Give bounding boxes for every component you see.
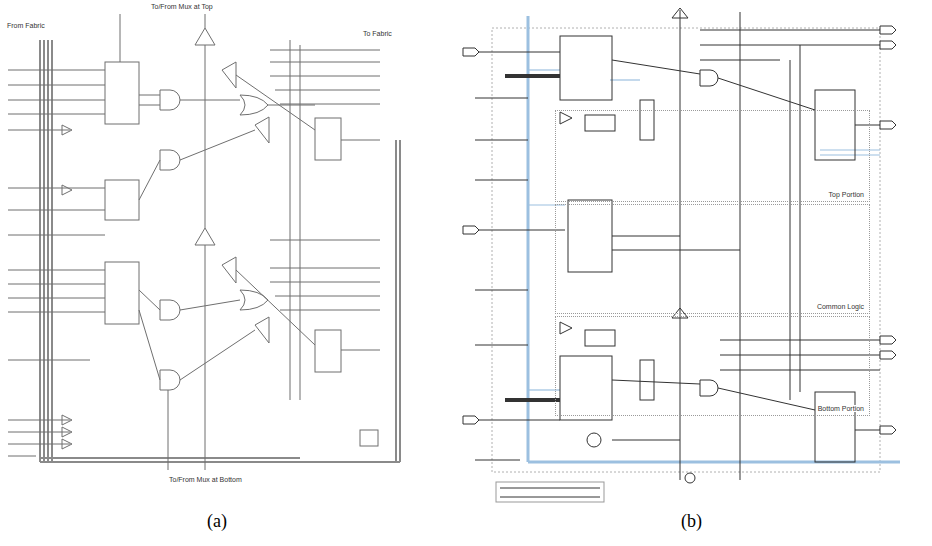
port-label: From Fabric: [6, 22, 46, 30]
region-band: Common Logic: [555, 204, 870, 314]
port-label: To/From Mux at Bottom: [168, 476, 243, 484]
region-band: Bottom Portion: [555, 316, 870, 416]
panel-letter: (b): [680, 512, 703, 532]
port-label: To/From Mux at Top: [150, 3, 214, 11]
panel-letter: (a): [206, 512, 228, 532]
region-label: Top Portion: [828, 191, 865, 198]
region-label: Common Logic: [816, 303, 865, 310]
region-label: Bottom Portion: [817, 405, 865, 412]
port-label: To Fabric: [362, 30, 393, 38]
region-band: Top Portion: [555, 110, 870, 202]
